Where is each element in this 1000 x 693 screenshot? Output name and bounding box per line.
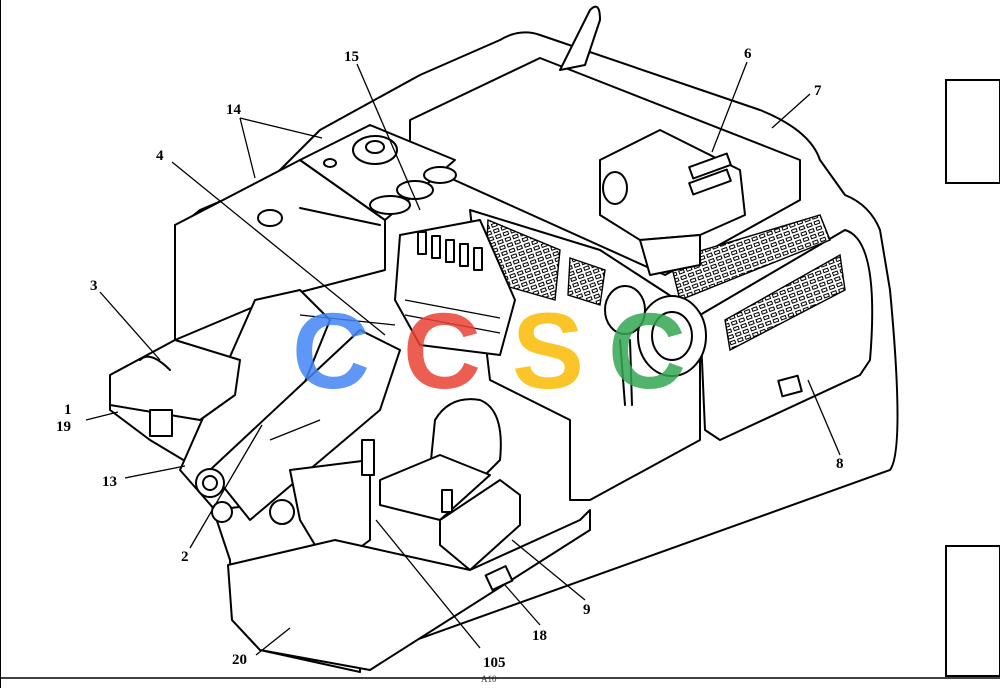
- engine-top: [599, 129, 746, 241]
- control-console: [439, 479, 521, 571]
- watermark-letter: C: [292, 290, 370, 411]
- callout-105: 105: [483, 655, 506, 671]
- front-floor: [227, 509, 591, 671]
- engine-grille-right: [567, 257, 606, 306]
- watermark-letter: C: [608, 290, 686, 411]
- rear-grille: [724, 253, 846, 352]
- callout-18: 18: [532, 628, 547, 644]
- side-tab-top: [945, 79, 1000, 184]
- callout-1: 1: [64, 402, 72, 418]
- callout-7: 7: [814, 83, 822, 99]
- engine-compartment: [394, 129, 746, 501]
- left-lever: [361, 439, 375, 476]
- front-label-plate: [484, 565, 514, 591]
- watermark: C C S C: [292, 290, 686, 411]
- seat-cushion: [379, 454, 491, 521]
- battery-switch: [149, 409, 173, 437]
- callout-15: 15: [344, 49, 359, 65]
- callout-4: 4: [156, 148, 164, 164]
- watermark-letter: C: [403, 290, 481, 411]
- operator-station: [289, 398, 521, 571]
- valve-spools: [417, 231, 483, 271]
- callout-9: 9: [583, 602, 591, 618]
- swing-bracket: [179, 289, 401, 525]
- callouts: 1 19 2 3 4 6 7 8 9 13 14 15 18 20 105 A1…: [56, 46, 844, 684]
- top-grille: [669, 214, 831, 301]
- callout-20: 20: [232, 652, 247, 668]
- callout-14: 14: [226, 102, 242, 118]
- callout-19: 19: [56, 419, 71, 435]
- filler-cap: [257, 209, 283, 227]
- side-tab-bottom: [945, 545, 1000, 677]
- watermark-letter: S: [512, 290, 584, 411]
- callout-3: 3: [90, 278, 98, 294]
- rear-label-plate: [777, 374, 803, 398]
- footer-code: A10: [481, 674, 497, 684]
- leader-lines: [85, 61, 841, 656]
- joystick: [441, 489, 453, 513]
- callout-13: 13: [102, 474, 117, 490]
- callout-6: 6: [744, 46, 752, 62]
- battery-box: [109, 339, 241, 437]
- callout-8: 8: [836, 456, 844, 472]
- callout-2: 2: [181, 549, 189, 565]
